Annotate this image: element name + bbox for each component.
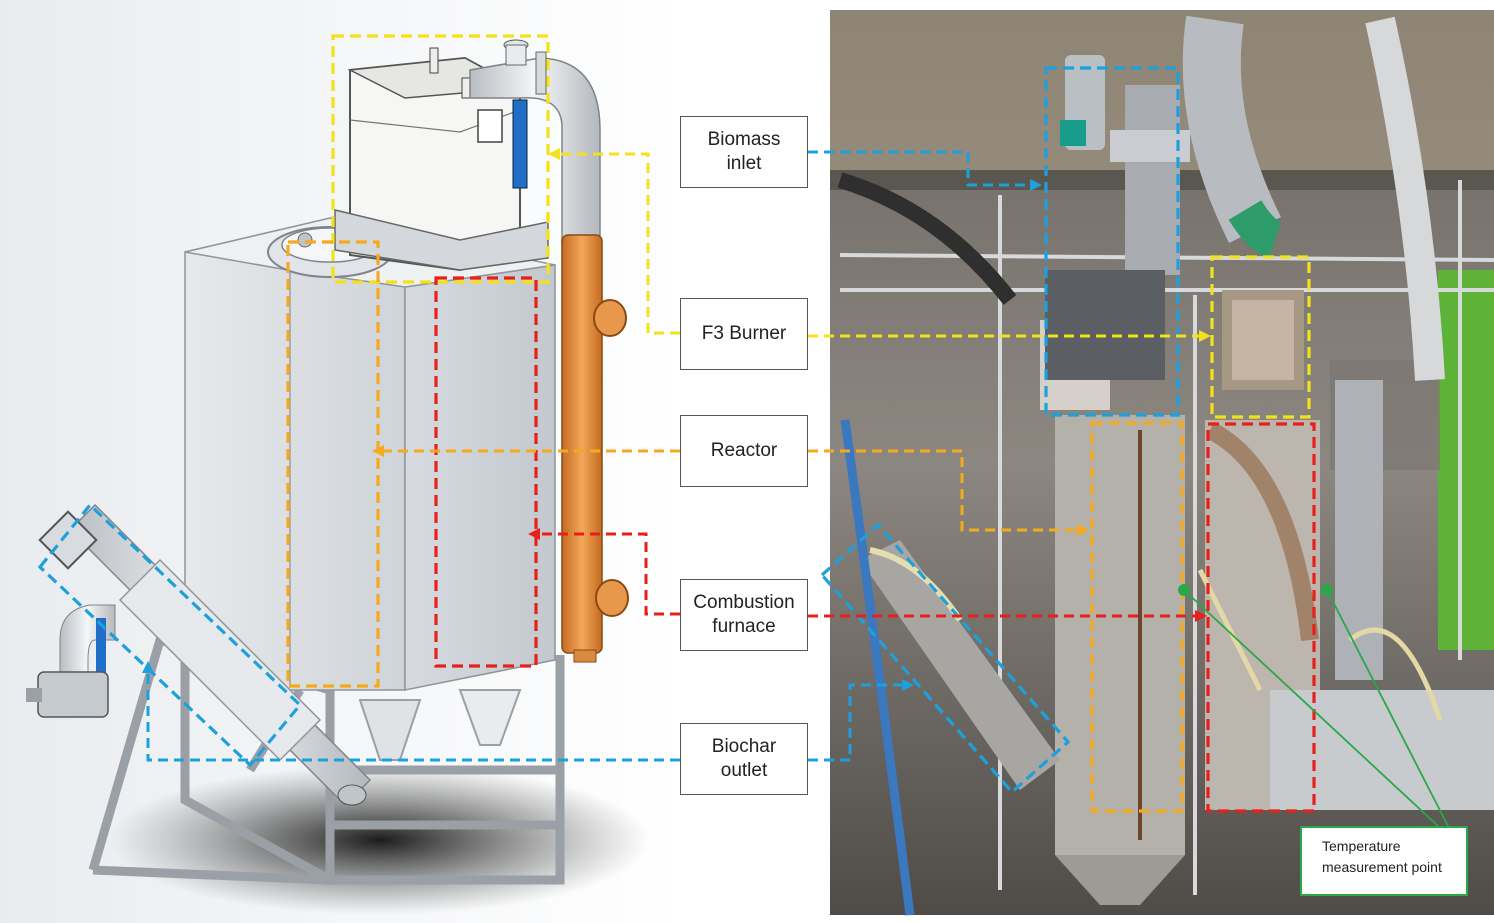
biochar-outlet-region-left xyxy=(37,502,303,768)
facility-photo xyxy=(830,10,1494,916)
temperature-measurement-label: Temperature measurement point xyxy=(1300,826,1468,896)
copper-column xyxy=(561,234,603,654)
exhaust-pipe xyxy=(469,57,601,246)
furnace-connector-left xyxy=(532,532,680,616)
screw-conveyor xyxy=(26,503,372,807)
biomass-inlet-region-right xyxy=(1044,66,1180,417)
cone-hopper xyxy=(458,689,522,746)
combustion-furnace-label: Combustion furnace xyxy=(680,579,808,651)
cad-render xyxy=(0,0,680,923)
furnace-region-right xyxy=(1206,422,1316,813)
f3-burner-label: F3 Burner xyxy=(680,298,808,370)
reactor-region-right xyxy=(1090,421,1184,813)
reactor-region-left xyxy=(286,240,380,688)
biochar-connector-left xyxy=(146,665,680,762)
biochar-connector-right xyxy=(808,683,910,762)
biochar-outlet-label: Biochar outlet xyxy=(680,723,808,795)
connectors xyxy=(146,150,1208,762)
f3-burner-region-right xyxy=(1210,255,1311,419)
f3-burner-region-left xyxy=(331,34,550,284)
reactor-label: Reactor xyxy=(680,415,808,487)
biomass-inlet-label: Biomass inlet xyxy=(680,116,808,188)
f3-burner-connector-left xyxy=(552,152,680,335)
temperature-markers xyxy=(1178,584,1449,827)
biomass-inlet-connector xyxy=(808,150,1040,187)
reactor-connector-right xyxy=(808,449,1085,532)
highlight-regions xyxy=(37,34,1316,813)
furnace-region-left xyxy=(434,276,538,668)
biochar-outlet-region-right xyxy=(819,522,1071,795)
arrowheads xyxy=(142,148,1211,691)
